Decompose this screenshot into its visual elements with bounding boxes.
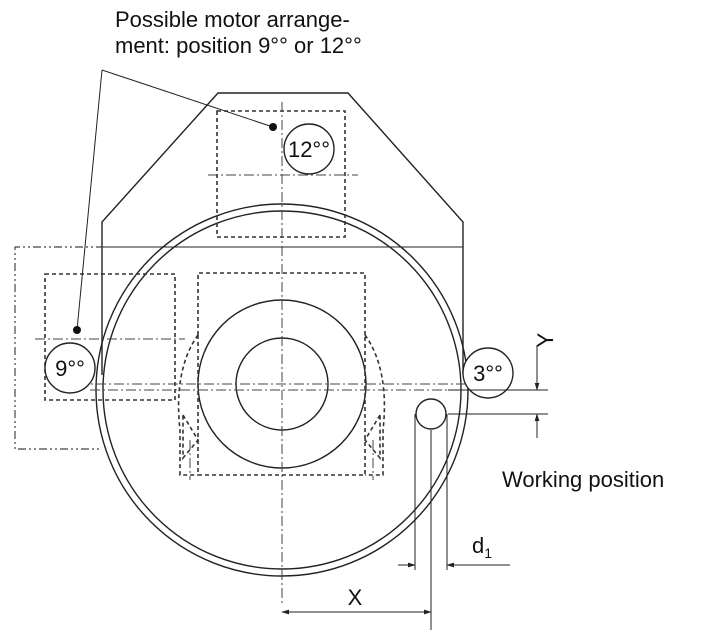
position-3-label: 3°° xyxy=(473,361,503,386)
position-9-bubble: 9°° xyxy=(44,342,96,394)
motor-9-dashed xyxy=(14,246,185,450)
working-shaft xyxy=(414,398,448,570)
x-dimension: X xyxy=(281,430,432,630)
position-12-bubble: 12°° xyxy=(283,123,335,175)
motor-12-dashed xyxy=(208,110,358,238)
y-dimension-label: Y xyxy=(533,332,558,347)
position-12-label: 12°° xyxy=(288,137,330,162)
x-dimension-label: X xyxy=(348,585,363,610)
callout-line-2: ment: position 9°° or 12°° xyxy=(115,33,362,58)
inner-dashed-block xyxy=(177,272,386,480)
position-3-bubble: 3°° xyxy=(462,347,514,399)
callout-line-1: Possible motor arrange- xyxy=(115,7,350,32)
callout-leaders xyxy=(73,69,277,334)
d1-dimension: d1 xyxy=(398,533,510,568)
d1-label: d1 xyxy=(472,533,492,561)
y-dimension: Y xyxy=(448,332,558,438)
position-9-label: 9°° xyxy=(55,356,85,381)
working-position-label: Working position xyxy=(502,467,664,492)
centerlines xyxy=(60,102,540,605)
